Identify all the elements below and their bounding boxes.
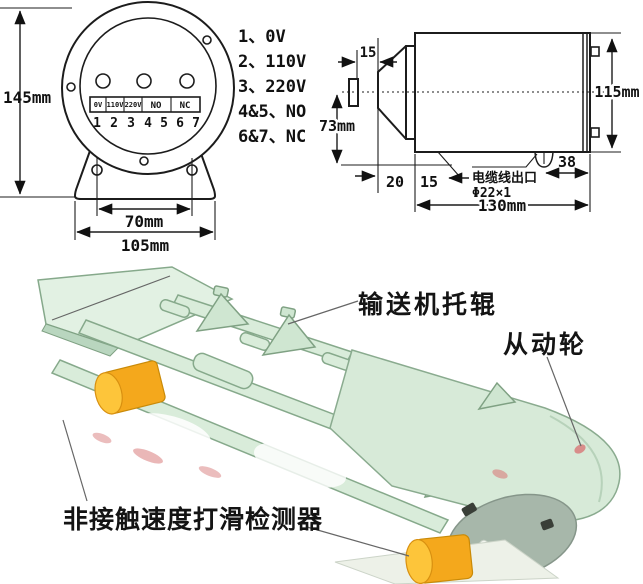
leader-sensor-right — [306, 526, 410, 557]
terminal-number: 1 — [93, 116, 101, 131]
speed-sensor-2 — [405, 534, 474, 584]
legend-line: 4&5、NO — [238, 102, 306, 122]
legend-line: 6&7、NC — [238, 127, 306, 147]
terminal-cell-label: 110V — [107, 101, 125, 109]
terminal-cell-label: NO — [151, 101, 162, 111]
dim-outlet-offset-label: 38 — [558, 153, 576, 171]
terminal-cell-label: NC — [180, 101, 191, 111]
sensor-label: 非接触速度打滑检测器 — [63, 505, 323, 534]
legend-line: 2、110V — [238, 52, 306, 72]
bolt-hole — [66, 82, 76, 92]
dim-hole-spacing-label: 70mm — [125, 212, 164, 231]
leader-sensor-left — [62, 419, 88, 502]
terminal-number: 7 — [192, 116, 200, 131]
bolt-hole — [202, 35, 212, 45]
terminal-screw — [95, 73, 111, 89]
driven-wheel-label: 从动轮 — [503, 330, 587, 359]
front-view-drawing: 145mm 0V 110V 220V NO NC 1 2 3 4 5 — [0, 1, 235, 255]
terminal-number: 5 — [160, 116, 168, 131]
dim-foot-b-label: 15 — [420, 173, 438, 191]
dim-base-width-label: 105mm — [121, 236, 170, 255]
leader-idler — [287, 300, 359, 325]
terminal-cell-label: 0V — [94, 101, 103, 109]
idler-roller — [159, 298, 191, 318]
idler-bracket — [477, 381, 517, 411]
leader-driven-wheel — [546, 356, 582, 447]
dim-body-height-label: 115mm — [594, 83, 639, 101]
idler-bracket — [261, 306, 317, 356]
terminal-legend: 1、0V 2、110V 3、220V 4&5、NO 6&7、NC — [238, 27, 306, 147]
idler-label: 输送机托辊 — [358, 290, 498, 319]
terminal-number: 6 — [176, 116, 184, 131]
terminal-strip — [89, 96, 201, 113]
terminal-number: 2 — [110, 116, 118, 131]
cable-outlet-label: 电缆线出口 — [472, 170, 537, 186]
cable-outlet-size-label: Φ22×1 — [472, 186, 511, 201]
dim-height-label: 145mm — [3, 88, 52, 107]
speed-sensor-1 — [94, 360, 166, 415]
legend-line: 3、220V — [238, 77, 306, 97]
side-view-drawing: 15 73mm 115mm 20 15 130mm 38 电缆线出口 Φ22×1 — [316, 32, 642, 218]
terminal-number: 4 — [144, 116, 152, 131]
conveyor-illustration: 输送机托辊 从动轮 非接触速度打滑检测器 — [37, 266, 621, 584]
dim-tip-gap-label: 15 — [360, 45, 377, 61]
terminal-screw — [179, 73, 195, 89]
cable-gland — [534, 151, 554, 168]
dim-body-length-label: 130mm — [478, 196, 527, 215]
sensor-body — [414, 32, 591, 153]
bolt-hole — [139, 156, 149, 166]
end-screw — [590, 127, 600, 138]
roller-segment — [192, 352, 254, 390]
end-screw — [590, 46, 600, 57]
legend-line: 1、0V — [238, 27, 286, 47]
terminal-number: 3 — [127, 116, 135, 131]
dim-tip-height-label: 73mm — [319, 117, 355, 135]
terminal-cell-label: 220V — [125, 101, 143, 109]
dim-foot-a-label: 20 — [386, 173, 404, 191]
idler-bracket — [195, 285, 250, 332]
terminal-screw — [136, 73, 152, 89]
